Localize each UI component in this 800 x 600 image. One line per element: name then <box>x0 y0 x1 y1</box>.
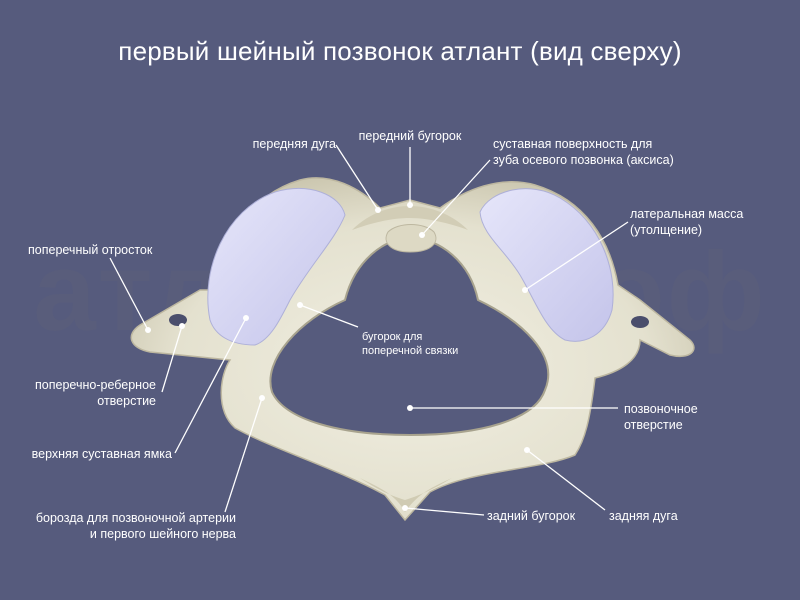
leader-dens-facet <box>421 159 491 236</box>
leader-posterior-tubercle <box>404 507 485 516</box>
label-posterior-arch: задняя дуга <box>609 509 678 523</box>
left-transverse-foramen-hole <box>169 314 187 326</box>
dot-transverse-process <box>145 327 151 333</box>
leader-anterior-arch <box>335 144 379 211</box>
leader-transverse-foramen <box>161 325 183 393</box>
dot-transverse-ligament-tubercle <box>297 302 303 308</box>
page-title: первый шейный позвонок атлант (вид сверх… <box>118 36 682 66</box>
dens-facet-shape <box>385 224 437 253</box>
dot-posterior-arch <box>524 447 530 453</box>
dot-anterior-arch <box>375 207 381 213</box>
label-transverse-foramen: поперечно-реберное отверстие <box>35 378 156 408</box>
label-vertebral-foramen: позвоночное отверстие <box>624 402 698 432</box>
left-superior-facet <box>207 188 346 346</box>
dot-artery-groove <box>259 395 265 401</box>
leader-artery-groove <box>224 397 263 513</box>
dot-superior-facet <box>243 315 249 321</box>
leader-lines <box>109 144 629 516</box>
label-lateral-mass: латеральная масса (утолщение) <box>630 207 744 237</box>
leader-transverse-process <box>109 257 149 331</box>
right-superior-facet <box>479 188 614 342</box>
leader-lateral-mass <box>524 221 629 291</box>
label-posterior-tubercle: задний бугорок <box>487 509 576 523</box>
right-transverse-foramen-hole <box>631 316 649 328</box>
label-superior-facet: верхняя суставная ямка <box>31 447 172 461</box>
anterior-arch-shape <box>352 206 468 230</box>
dot-lateral-mass <box>522 287 528 293</box>
leader-transverse-ligament-tubercle <box>299 304 359 328</box>
dot-anterior-tubercle <box>407 202 413 208</box>
anchor-dots <box>145 202 530 511</box>
dot-transverse-foramen <box>179 323 185 329</box>
label-transverse-process: поперечный отросток <box>28 243 153 257</box>
dot-vertebral-foramen <box>407 405 413 411</box>
label-anterior-arch: передняя дуга <box>252 137 336 151</box>
label-dens-facet: суставная поверхность для зуба осевого п… <box>493 137 674 167</box>
label-anterior-tubercle: передний бугорок <box>358 129 462 143</box>
leader-posterior-arch <box>526 449 606 511</box>
dot-posterior-tubercle <box>402 505 408 511</box>
leader-superior-facet <box>174 317 247 454</box>
dot-dens-facet <box>419 232 425 238</box>
label-artery-groove: борозда для позвоночной артерии и первог… <box>35 511 236 541</box>
label-transverse-ligament-tubercle: бугорок для поперечной связки <box>362 331 459 357</box>
